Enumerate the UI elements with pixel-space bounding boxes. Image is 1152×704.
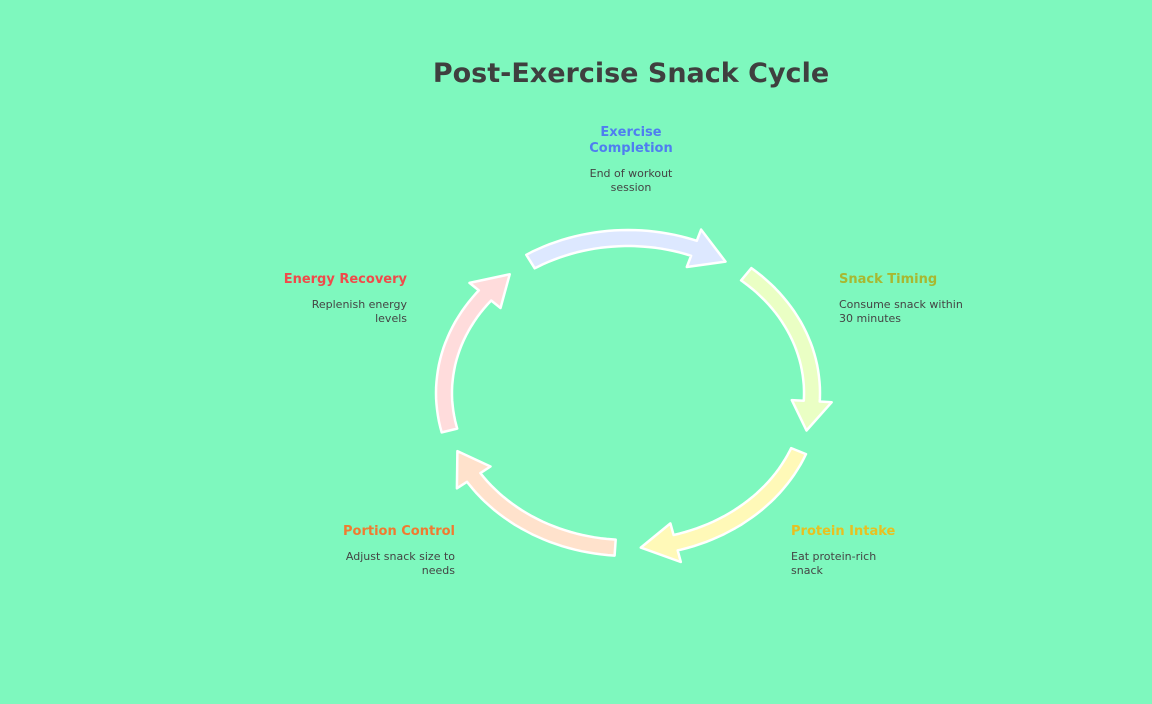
arrow-to-energy-recovery: [455, 449, 617, 557]
step-exercise-completion: Exercise Completion End of workout sessi…: [551, 125, 711, 195]
step-title: Exercise Completion: [589, 125, 673, 156]
step-snack-timing: Snack Timing Consume snack within 30 min…: [839, 272, 969, 326]
step-title: Energy Recovery: [283, 272, 407, 287]
step-title: Snack Timing: [839, 272, 938, 287]
arrow-to-snack-timing: [525, 228, 727, 270]
step-desc: Consume snack within 30 minutes: [839, 298, 963, 325]
step-portion-control: Portion Control Adjust snack size to nee…: [305, 524, 455, 578]
step-desc: Adjust snack size to needs: [345, 550, 455, 577]
arrow-to-exercise-completion: [434, 273, 511, 434]
page-title: Post-Exercise Snack Cycle: [432, 58, 830, 89]
step-title: Protein Intake: [791, 524, 896, 539]
step-title: Portion Control: [343, 524, 455, 539]
step-desc: Eat protein-rich snack: [791, 550, 877, 577]
step-desc: Replenish energy levels: [311, 298, 407, 325]
step-energy-recovery: Energy Recovery Replenish energy levels: [247, 272, 407, 326]
step-desc: End of workout session: [589, 167, 673, 194]
step-protein-intake: Protein Intake Eat protein-rich snack: [791, 524, 921, 578]
arrow-to-portion-control: [639, 446, 808, 564]
arrow-to-protein-intake: [739, 266, 833, 432]
